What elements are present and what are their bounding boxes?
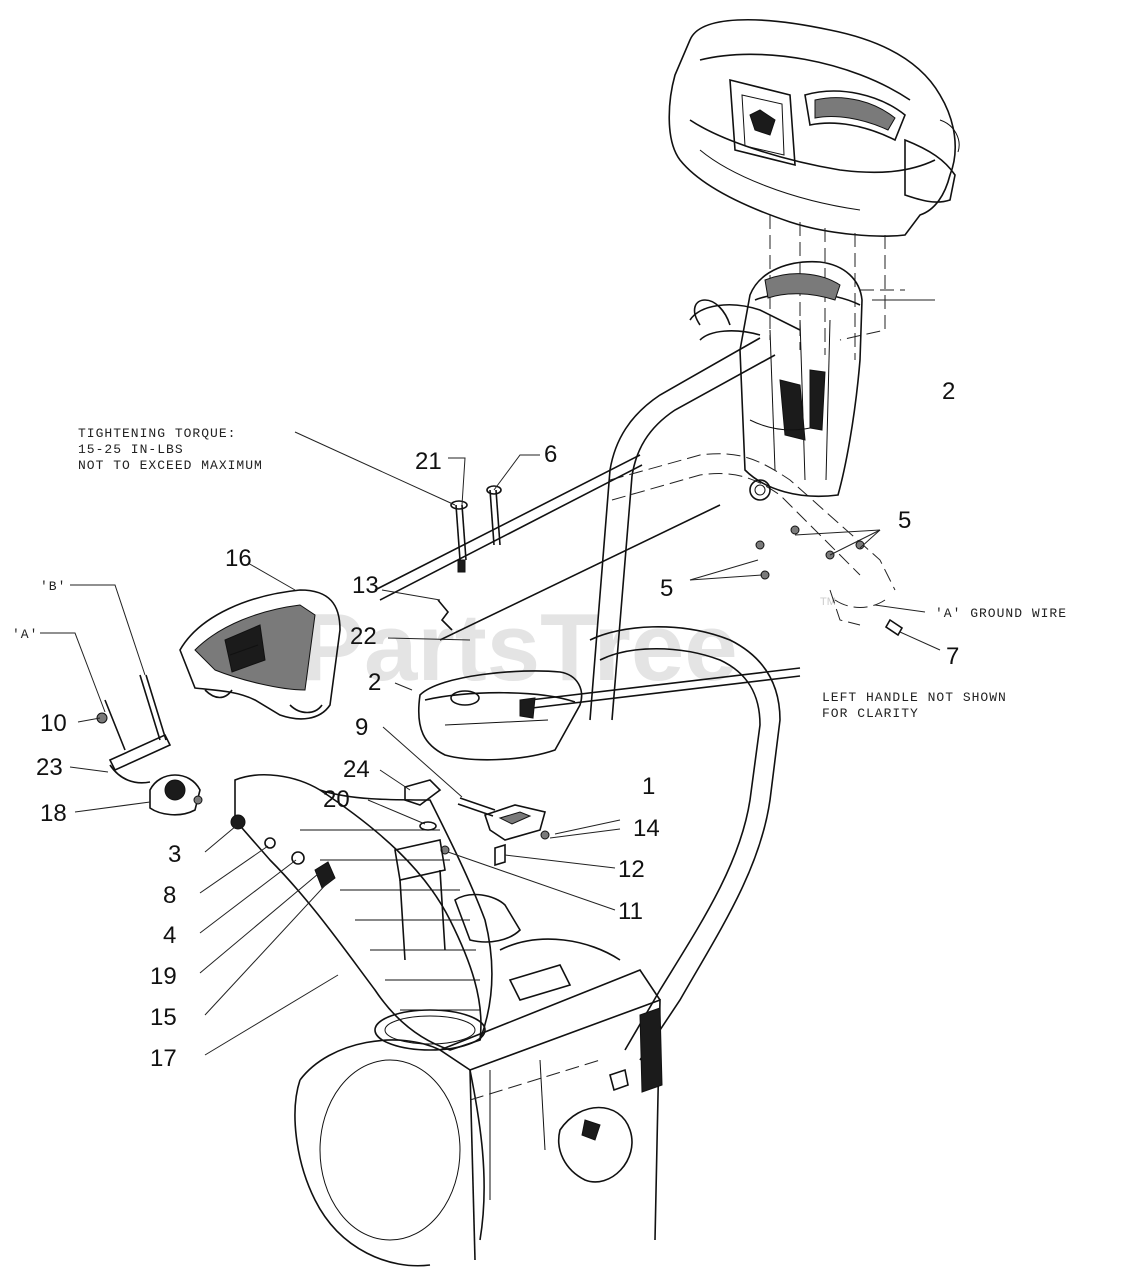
callout-12: 12 [618,856,645,883]
chute-deflector [179,589,341,720]
callout-24: 24 [343,756,370,783]
callout-11: 11 [618,898,643,925]
rods [374,454,801,709]
auger-housing [294,893,663,1267]
watermark: PartsTree [300,594,738,701]
engine-cover [668,18,960,237]
left-handle-note-line1: LEFT HANDLE NOT SHOWN [822,690,1007,705]
callout-23: 23 [36,754,63,781]
callout-7: 7 [946,643,959,670]
callout-numbers: 1 2 2 3 4 5 5 6 7 8 9 10 11 12 13 14 15 … [36,378,959,1072]
notes: TIGHTENING TORQUE: 15-25 IN-LBS NOT TO E… [12,426,1067,721]
callout-18: 18 [40,800,67,827]
left-handle-note-line2: FOR CLARITY [822,706,919,721]
ground-wire-note: 'A' GROUND WIRE [935,606,1067,621]
dash-panel [739,260,863,501]
callout-4: 4 [163,922,176,949]
callout-14: 14 [633,815,660,842]
callout-22: 22 [350,623,377,650]
handle-frame [589,299,896,1061]
callout-19: 19 [150,963,177,990]
callout-2-rotator: 2 [368,669,381,696]
leader-lines [40,299,941,1056]
torque-note-line3: NOT TO EXCEED MAXIMUM [78,458,263,473]
ref-b-note: 'B' [40,579,66,594]
watermark-tm: TM [820,596,836,608]
callout-17: 17 [150,1045,177,1072]
discharge-chute [230,774,493,1051]
callout-8: 8 [163,882,176,909]
callout-1: 1 [642,773,655,800]
callout-5-right: 5 [898,507,911,534]
callout-20: 20 [323,786,350,813]
callout-3: 3 [168,841,181,868]
callout-9: 9 [355,714,368,741]
callout-6: 6 [544,441,557,468]
callout-16: 16 [225,545,252,572]
callout-21: 21 [415,448,442,475]
callout-13: 13 [352,572,379,599]
torque-note-line2: 15-25 IN-LBS [78,442,184,457]
ref-a-note: 'A' [12,627,38,642]
callout-10: 10 [40,710,67,737]
hardware [96,485,904,867]
rotator-cover [418,670,583,761]
torque-note-line1: TIGHTENING TORQUE: [78,426,236,441]
callout-2-dash-panel: 2 [942,378,955,405]
chute-crank [104,674,203,816]
callout-5-left: 5 [660,575,673,602]
callout-15: 15 [150,1004,177,1031]
